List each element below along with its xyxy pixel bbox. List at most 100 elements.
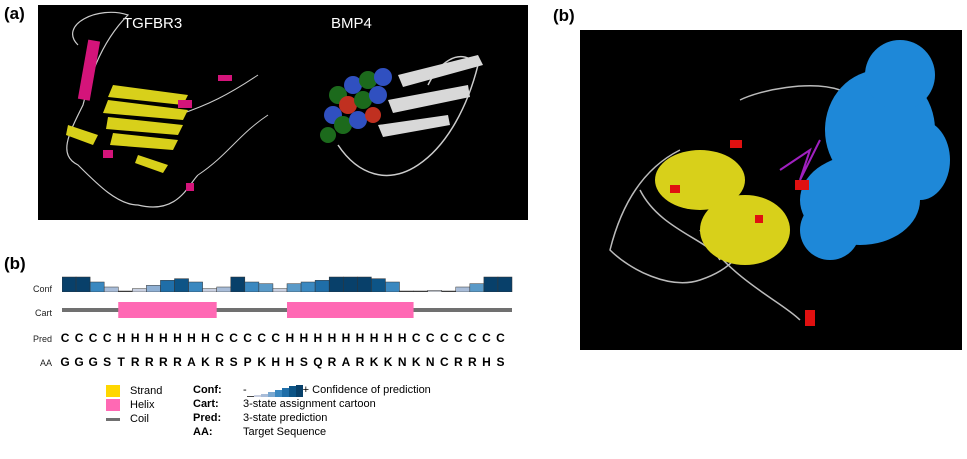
pred-desc: 3-state prediction [243,412,328,424]
pred-residue: H [355,331,365,345]
pred-residue: H [201,331,210,345]
pred-residue: H [173,331,182,345]
confidence-bar [328,276,344,292]
confidence-bar [343,276,358,292]
aa-residue: R [144,355,154,369]
pred-residue: H [159,331,168,345]
strand-label: Strand [130,385,163,397]
aa-residue: T [117,355,125,369]
aa-residue: R [130,355,140,369]
confidence-bar [357,276,372,292]
confidence-bar [244,281,260,292]
pred-residue: C [74,331,84,345]
confidence-bar [455,286,471,292]
aa-key: AA: [193,426,213,438]
cart-key: Cart: [193,398,219,410]
panel-b-label: (b) [4,254,26,273]
key-legend: Conf:-+ Confidence of prediction Cart:3-… [193,383,431,439]
tgfbr3-structure [66,11,269,208]
confidence-bar [188,281,203,292]
bmp4-structure [320,55,483,177]
pred-residue: C [229,331,238,345]
helix-segment [118,302,217,318]
aa-residue: H [271,355,281,369]
complex-structure [609,40,950,326]
confidence-bar [258,283,274,292]
coil-label: Coil [130,413,149,425]
strand-swatch [106,385,120,397]
aa-residue: R [327,355,337,369]
confidence-bar [146,285,161,292]
aa-row-label: AA [39,358,52,368]
aa-residue: P [243,355,252,369]
pred-residue: C [257,331,267,345]
confidence-bar [469,283,485,292]
confidence-bar [497,276,513,292]
confidence-bar [314,280,330,292]
pred-residue: H [327,331,337,345]
panel-b-right-label: (b) [553,6,575,25]
pred-residue: C [271,331,281,345]
conf-row-label: Conf [32,284,52,294]
pred-residue: C [102,331,112,345]
confidence-bar [272,288,288,292]
cart-desc: 3-state assignment cartoon [243,398,376,410]
confidence-scale-icon [246,385,303,397]
aa-residue: S [496,355,505,369]
confidence-bar [118,290,133,292]
confidence-bar [202,288,217,292]
pred-residue: C [411,331,421,345]
pred-residue: H [187,331,196,345]
confidence-bar [62,276,77,292]
confidence-bar [160,280,175,292]
helix-swatch [106,399,120,411]
pred-row-label: Pred [32,334,52,344]
confidence-bar [89,281,105,292]
confidence-bar [483,276,499,292]
conf-desc: Confidence of prediction [312,384,431,396]
confidence-bar [230,276,246,292]
confidence-bar [371,278,386,292]
pred-residue: H [397,331,407,345]
aa-residue: K [369,355,379,369]
confidence-bar [286,283,302,292]
confidence-bar [399,290,414,292]
confidence-bar [75,276,91,292]
confidence-bars [62,276,513,292]
aa-desc: Target Sequence [243,426,327,438]
pred-residue: H [383,331,393,345]
confidence-bar [103,286,119,292]
aa-residue: N [425,355,435,369]
tgfbr3-title: TGFBR3 [123,15,183,32]
aa-residue: K [383,355,393,369]
pred-residue: H [313,331,323,345]
aa-residue: R [454,355,463,369]
pred-residue: H [341,331,351,345]
pred-residue: C [215,331,224,345]
confidence-bar [132,288,147,292]
pred-residue: H [130,331,140,345]
pred-residue: H [299,331,309,345]
aa-residue: R [355,355,365,369]
cartoon-track [62,302,512,318]
confidence-bar [174,278,189,292]
confidence-bar [413,290,428,292]
aa-residue: A [341,355,351,369]
aa-residue: A [187,355,196,369]
aa-residue: S [299,355,308,369]
aa-residue: G [74,355,84,369]
pred-residue: H [116,331,126,345]
aa-residue: K [257,355,267,369]
pred-residue: C [454,331,463,345]
aa-residue: S [103,355,112,369]
pred-residue: C [243,331,252,345]
pred-residue: C [439,331,449,345]
panel-a-structures: TGFBR3 BMP4 [38,5,528,220]
blue-spheres [800,40,950,260]
confidence-bar [216,286,231,292]
confidence-bar [427,290,442,292]
pred-residue: H [144,331,154,345]
cart-row-label: Cart [34,308,52,318]
pred-residue: C [468,331,477,345]
